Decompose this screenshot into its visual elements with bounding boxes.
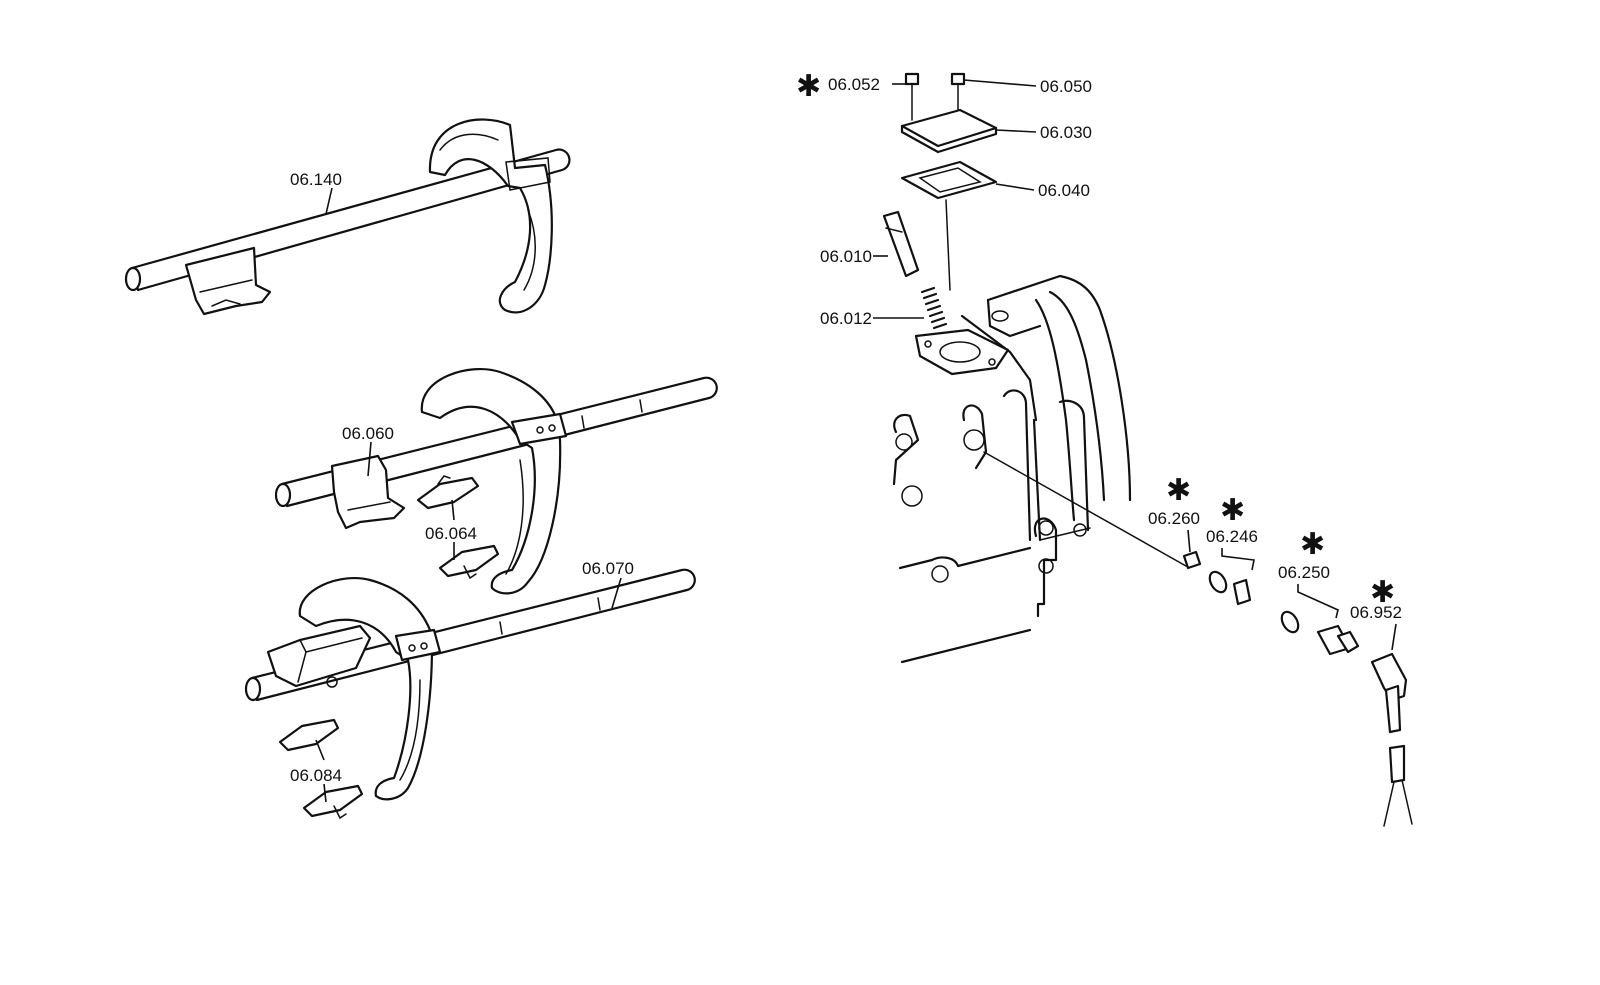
label-06-040: 06.040 xyxy=(1038,181,1090,200)
label-06-012: 06.012 xyxy=(820,309,872,328)
label-06-070: 06.070 xyxy=(582,559,634,578)
shift-rod-06-070-drawing xyxy=(244,568,696,820)
marker-06-260: ✱ xyxy=(1166,473,1191,508)
label-06-030: 06.030 xyxy=(1040,123,1092,142)
marker-06-250: ✱ xyxy=(1300,527,1325,562)
cover-assembly-drawing xyxy=(882,72,998,330)
label-06-140: 06.140 xyxy=(290,170,342,189)
label-06-060: 06.060 xyxy=(342,424,394,443)
label-06-260: 06.260 xyxy=(1148,509,1200,528)
label-06-250: 06.250 xyxy=(1278,563,1330,582)
label-06-084: 06.084 xyxy=(290,766,342,785)
label-06-246: 06.246 xyxy=(1206,527,1258,546)
sensor-parts-drawing xyxy=(1182,550,1413,827)
leader-lines xyxy=(315,79,1397,803)
gearbox-housing-drawing xyxy=(892,274,1187,664)
part-labels: 06.140 06.060 06.064 06.070 06.084 ✱ 06.… xyxy=(290,69,1402,785)
label-06-050: 06.050 xyxy=(1040,77,1092,96)
marker-06-952: ✱ xyxy=(1370,575,1395,610)
shift-rod-06-060-drawing xyxy=(274,367,718,595)
label-06-952: 06.952 xyxy=(1350,603,1402,622)
label-06-052: 06.052 xyxy=(828,75,880,94)
label-06-064: 06.064 xyxy=(425,524,477,543)
marker-06-246: ✱ xyxy=(1220,493,1245,528)
label-06-010: 06.010 xyxy=(820,247,872,266)
marker-06-052: ✱ xyxy=(796,69,821,104)
shift-rod-06-140-drawing xyxy=(124,118,571,316)
